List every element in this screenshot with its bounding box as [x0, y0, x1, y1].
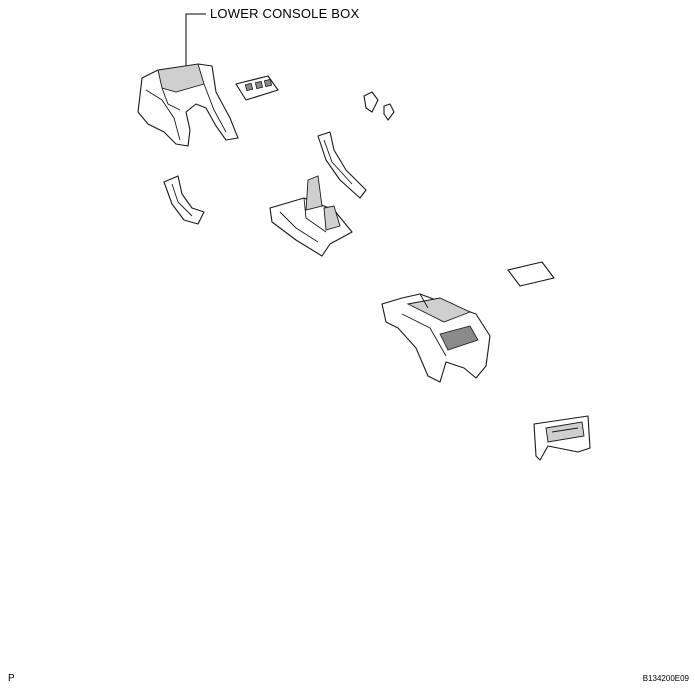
figure-id: B134200E09 [642, 674, 689, 683]
shift-lever-boot-panel-part [269, 175, 353, 257]
lower-console-box-label: LOWER CONSOLE BOX [210, 6, 360, 21]
rear-panel-part [533, 415, 591, 461]
lower-console-box-part [137, 63, 239, 147]
switch-panel-part [235, 75, 279, 101]
clip-part [363, 91, 395, 121]
side-trim-part [163, 175, 205, 225]
page-mark-p: P [8, 673, 15, 684]
upper-console-box-part [381, 293, 491, 383]
mat-part [507, 261, 555, 287]
callout-leader-line [185, 13, 206, 68]
side-trim-part-right [317, 131, 367, 199]
